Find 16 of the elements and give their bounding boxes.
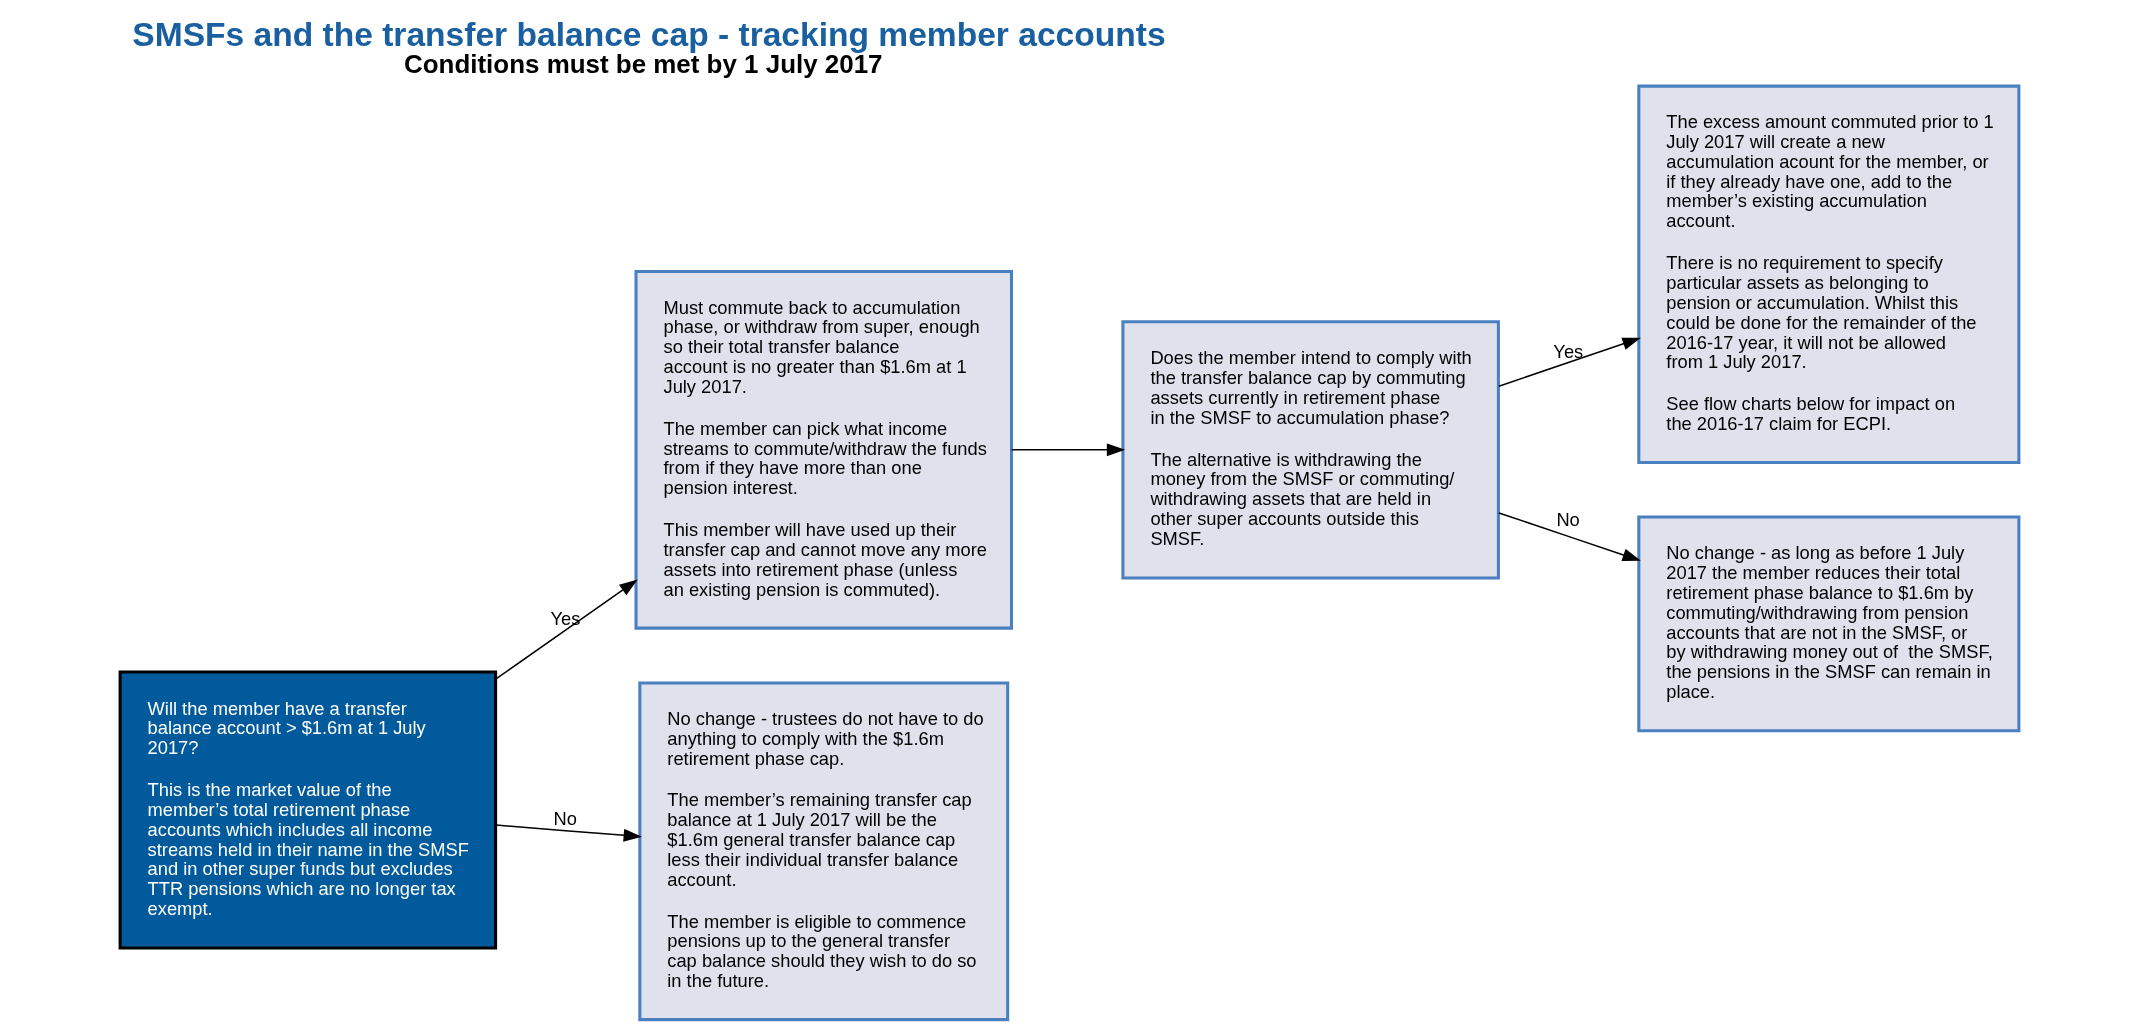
arrow	[1010, 443, 1125, 457]
node-box: Does the member intend to comply with the transfer balance cap by commuting assets currently in retirement phase in the SMSF to accumulation phase? The alternative is withdrawing the money from the SMSF or commuting/ withdrawing assets that are held in other super accounts outside this SMSF.	[1120, 320, 1500, 580]
node-box: Must commute back to accumulation phase, or withdraw from super, enough so their total transfer balance account is no greater than $1.6m at 1 July 2017. The member can pick what income streams to commute/withdraw the funds from if they have more than one pension interest. This member will have used up their transfer cap and cannot move any more assets into retirement phase (unless an existing pension is commuted).	[634, 270, 1013, 630]
edge-label: Yes	[550, 607, 580, 629]
edge-label: No	[1555, 508, 1580, 530]
diagram-title: SMSFs and the transfer balance cap - tracking member accounts	[131, 15, 1166, 53]
node-box: No change - as long as before 1 July 2017 the member reduces their total retirement phase balance to $1.6m by commuting/withdrawing from pension accounts that are not in the SMSF, or by withdrawing money out of the SMSF, the pensions in the SMSF can remain in place.	[1636, 515, 2020, 733]
arrow	[494, 824, 642, 842]
arrow	[1497, 337, 1641, 387]
node-box: The excess amount commuted prior to 1 July 2017 will create a new accumulation acount for the member, or if they already have one, add to the member’s existing accumulation account. There is no requirement to specify particular assets as belonging to pension or accumulation. Whilst this could be done for the remainder of the 2016-17 year, it will not be allowed from 1 July 2017. See flow charts below for impact on the 2016-17 claim for ECPI.	[1636, 84, 2020, 465]
arrow	[494, 579, 638, 680]
edge-label: No	[553, 807, 577, 829]
node-box: No change - trustees do not have to do anything to comply with the $1.6m retirement phase cap. The member’s remaining transfer cap balance at 1 July 2017 will be the $1.6m general transfer balance cap less their individual transfer balance account. The member is eligible to commence pensions up to the general transfer cap balance should they wish to do so in the future.	[637, 681, 1009, 1022]
node-box: Will the member have a transfer balance account > $1.6m at 1 July 2017? This is the market value of the member’s total retirement phase accounts which includes all income streams held in their name in the SMSF and in other super funds but excludes TTR pensions which are no longer tax exempt.	[118, 670, 497, 950]
arrow	[1497, 512, 1641, 562]
edge-label: Yes	[1552, 340, 1583, 362]
